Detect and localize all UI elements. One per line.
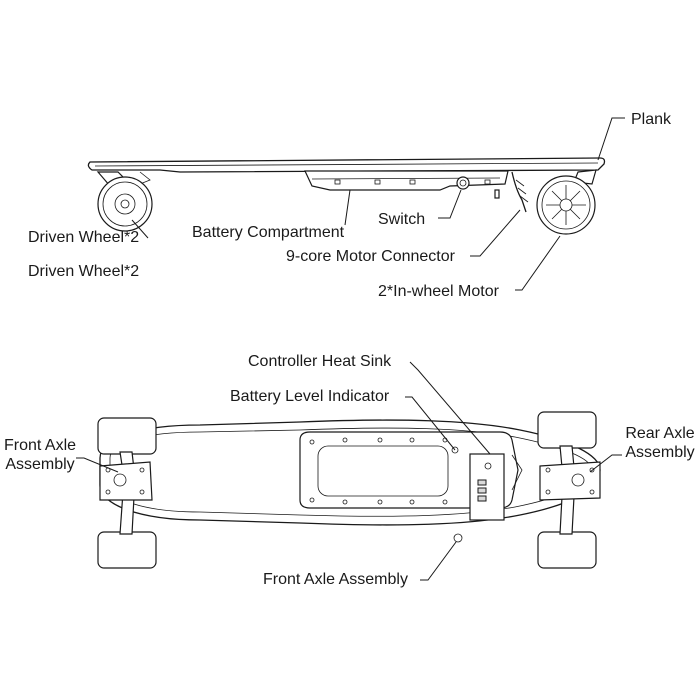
switch-leader	[438, 189, 462, 219]
front-axle-bottom-leader	[420, 541, 457, 581]
label-driven-wheel-a: Driven Wheel*2	[28, 229, 140, 246]
bottom-view	[76, 361, 622, 581]
rear-wheel-top	[537, 411, 597, 449]
in-wheel-motor-side	[536, 175, 596, 235]
label-motor-connector: 9-core Motor Connector	[286, 248, 455, 265]
battery-leader	[344, 189, 351, 226]
label-front-axle-bottom: Front Axle Assembly	[263, 571, 408, 588]
front-axle-left-leader	[76, 457, 119, 473]
side-view	[87, 117, 625, 291]
front-wheel-top	[97, 417, 157, 455]
connector-leader	[470, 209, 521, 257]
label-front-axle-left: Front Axle Assembly	[0, 436, 80, 474]
motor-leader	[515, 235, 561, 291]
rear-wheel-bottom	[537, 531, 597, 569]
heat-sink-leader	[409, 361, 491, 455]
battery-indicator-leader	[405, 396, 456, 451]
plank-leader	[597, 117, 625, 161]
driven-wheel-side	[97, 176, 153, 232]
battery-compartment-shape	[304, 170, 509, 191]
label-front-axle-left-line1: Front Axle	[3, 437, 77, 454]
label-rear-axle-line2: Assembly	[625, 444, 695, 461]
label-rear-axle-line1: Rear Axle	[625, 425, 695, 442]
plank-deck	[87, 157, 606, 173]
label-in-wheel-motor: 2*In-wheel Motor	[378, 283, 499, 300]
front-wheel-bottom	[97, 531, 157, 569]
driven-wheel-leader	[131, 219, 149, 239]
label-rear-axle: Rear Axle Assembly	[620, 424, 700, 462]
label-battery-level-indicator: Battery Level Indicator	[230, 388, 390, 405]
label-controller-heat-sink: Controller Heat Sink	[248, 353, 392, 370]
label-front-axle-left-line2: Assembly	[5, 456, 75, 473]
controller-box	[469, 453, 505, 521]
switch-knob	[456, 176, 470, 190]
battery-enclosure-bottom	[299, 431, 519, 509]
label-battery-compartment: Battery Compartment	[192, 224, 345, 241]
label-driven-wheel-b: Driven Wheel*2	[28, 263, 140, 280]
motor-cable	[511, 171, 527, 213]
rear-axle-leader	[589, 454, 622, 473]
label-switch: Switch	[378, 211, 426, 228]
label-plank: Plank	[631, 111, 672, 128]
